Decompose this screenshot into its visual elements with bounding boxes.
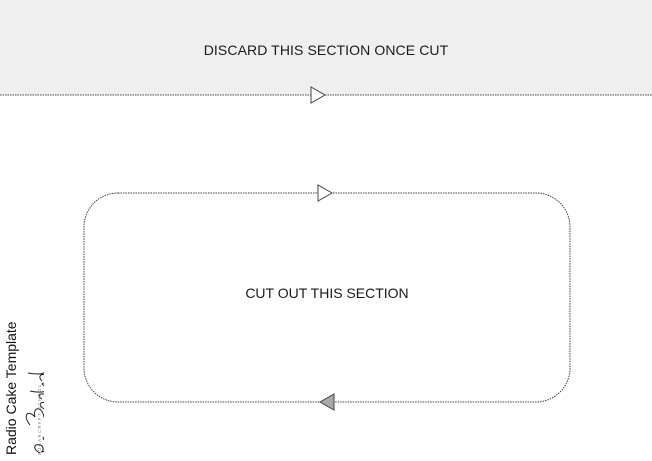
direction-arrow-right-icon (317, 184, 334, 202)
signature-logo: SUGARCRAFT SCHOOL (25, 368, 44, 455)
direction-arrow-left-icon (318, 393, 335, 411)
brand-school: SUGARCRAFT SCHOOL (37, 384, 42, 455)
discard-section (0, 0, 652, 95)
direction-arrow-right-icon (310, 86, 327, 104)
cut-label: CUT OUT THIS SECTION (245, 285, 409, 301)
discard-label: DISCARD THIS SECTION ONCE CUT (203, 42, 449, 58)
